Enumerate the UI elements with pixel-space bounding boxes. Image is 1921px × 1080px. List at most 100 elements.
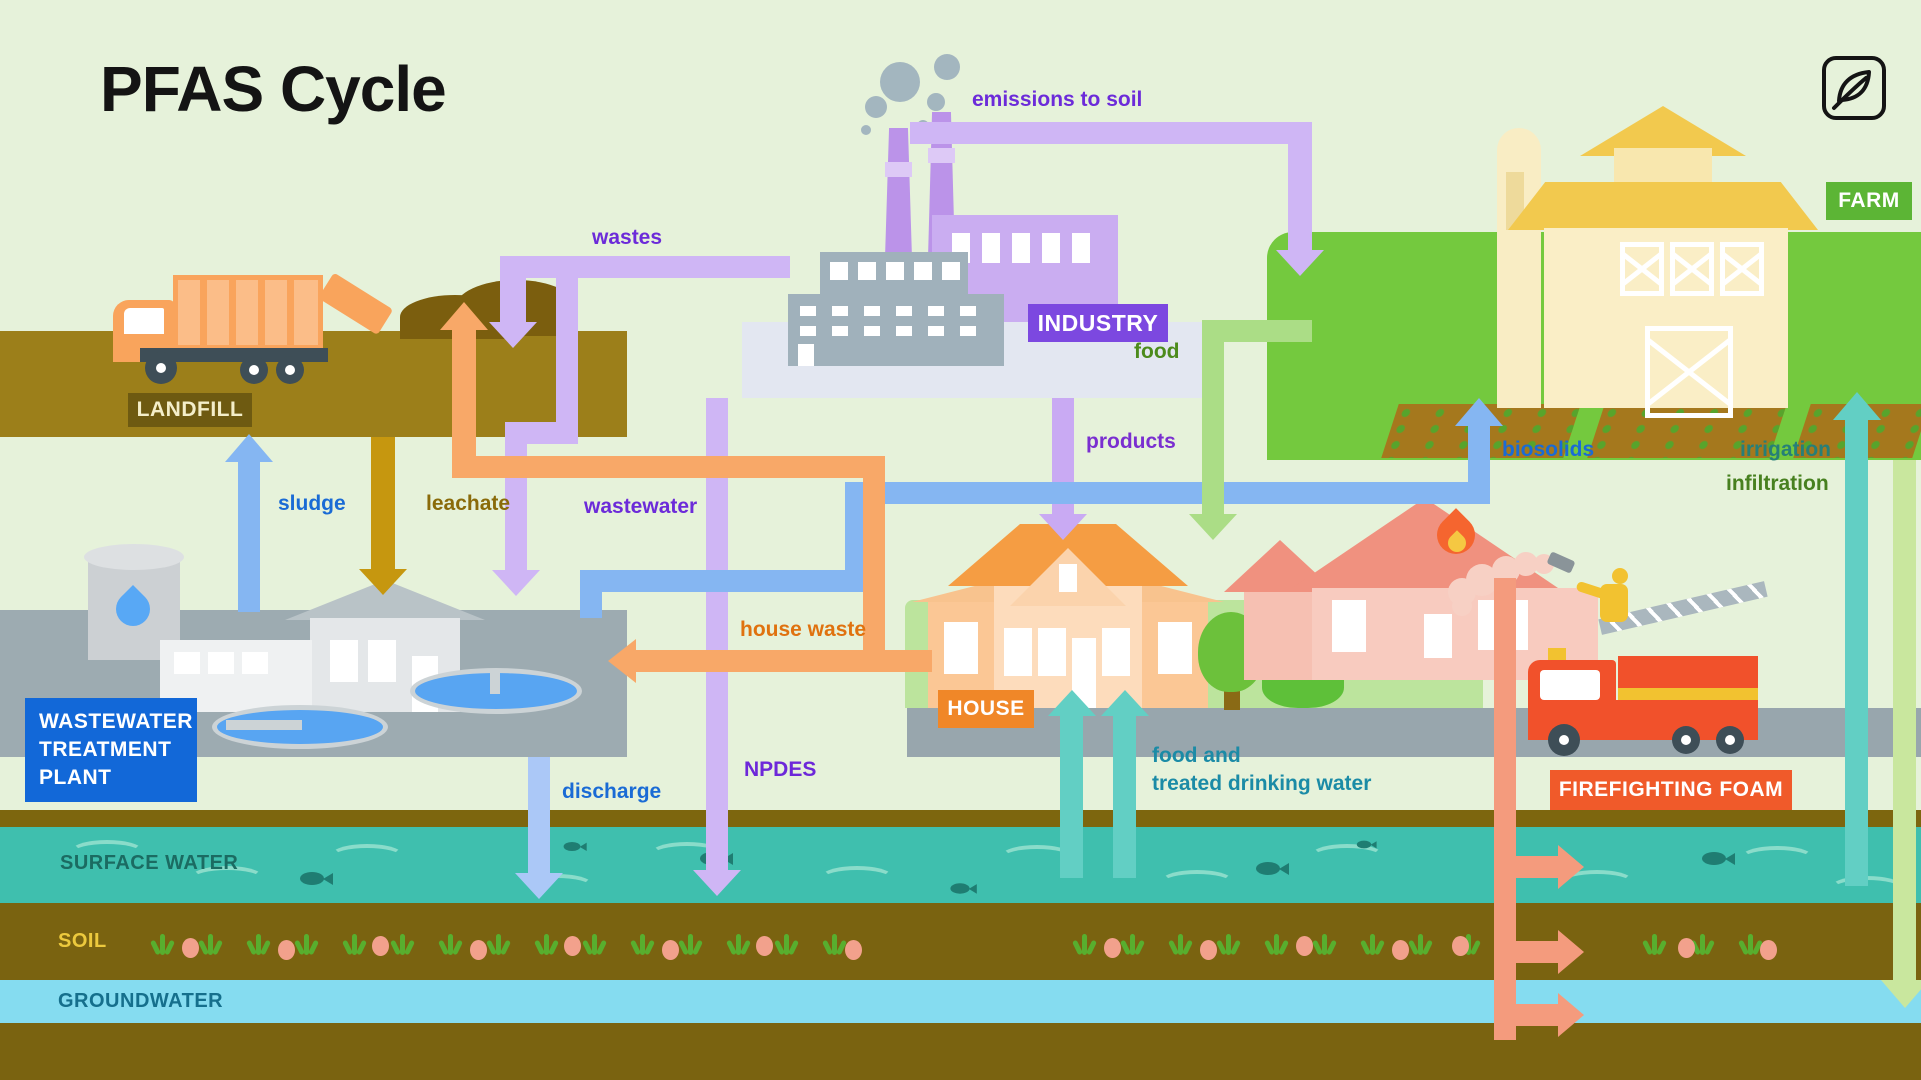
plant-icon (304, 934, 309, 955)
products-arrowhead (1039, 514, 1087, 540)
wave (1740, 846, 1814, 870)
infiltration-pipe (1893, 460, 1916, 982)
berry-icon (564, 936, 581, 956)
wave (190, 866, 264, 890)
smoke-puff (927, 93, 945, 111)
smoke-puff (934, 54, 960, 80)
factory-window (864, 326, 880, 336)
plant-icon (688, 934, 693, 955)
house-waste-pipe (636, 650, 932, 672)
factory-window (830, 262, 848, 280)
wastewater-label: wastewater (584, 495, 698, 518)
wastewater-arrowhead (492, 570, 540, 596)
wheel-hub (249, 365, 259, 375)
wave (820, 866, 894, 890)
biosolids-pipe (845, 482, 1490, 504)
wastewater-pipe (556, 278, 578, 444)
plant-icon (160, 934, 165, 955)
leachate-label: leachate (426, 492, 511, 515)
wwtp-window (368, 640, 396, 682)
plant-icon (448, 934, 453, 955)
leachate-arrowhead (359, 569, 407, 595)
plant-icon (1322, 934, 1327, 955)
industry-window (1012, 233, 1030, 263)
garbage-truck-slat (200, 280, 207, 345)
biosolids-pipe (580, 570, 867, 592)
ground-strip (0, 810, 1921, 827)
barn-x-window (1720, 242, 1764, 296)
barn-x-window (1620, 242, 1664, 296)
house-waste-pipe (452, 330, 476, 456)
factory-window (832, 326, 848, 336)
chimney-band (928, 148, 955, 163)
wave (1560, 870, 1634, 894)
wave (1310, 844, 1384, 868)
industry-window (982, 233, 1000, 263)
food-pipe (1202, 342, 1224, 516)
barn-x-window (1670, 242, 1714, 296)
fish-icon (1702, 852, 1735, 865)
wave (1160, 870, 1234, 894)
factory-window (832, 306, 848, 316)
garbage-truck-slat (229, 280, 236, 345)
garbage-truck-slat (258, 280, 265, 345)
factory-window (800, 326, 816, 336)
wheel-hub (1559, 735, 1569, 745)
plant-icon (784, 934, 789, 955)
landfill-badge: LANDFILL (128, 393, 252, 427)
industry-window (1072, 233, 1090, 263)
wheel-hub (1681, 735, 1691, 745)
wastes-label: wastes (592, 226, 663, 249)
factory-window (864, 306, 880, 316)
farm-badge: FARM (1826, 182, 1912, 220)
berry-icon (1392, 940, 1409, 960)
pink-house-window (1332, 600, 1366, 652)
house-window (1004, 628, 1032, 676)
factory-window (858, 262, 876, 280)
drinking-water-pipe (1060, 716, 1083, 878)
fish-icon (950, 883, 977, 894)
factory-window (886, 262, 904, 280)
garbage-truck-box (173, 275, 323, 350)
foam-arrowhead-right (1558, 930, 1584, 974)
barn-main-roof (1508, 182, 1818, 230)
berry-icon (1296, 936, 1313, 956)
emissions-pipe (910, 122, 1312, 144)
discharge-label: discharge (562, 780, 662, 803)
factory-window (960, 326, 976, 336)
wastes-pipe (500, 256, 790, 278)
infiltration-arrowhead (1881, 980, 1921, 1008)
fire-truck-light (1548, 648, 1566, 660)
chimney (885, 128, 912, 258)
clarifier-arm (490, 672, 500, 694)
wwtp-window (208, 652, 234, 674)
gable-window (1059, 564, 1077, 592)
house-waste-pipe (863, 478, 885, 672)
plant-icon (1274, 934, 1279, 955)
food-water-label-line2: treated drinking water (1152, 772, 1372, 795)
sludge-label: sludge (278, 492, 346, 515)
foam-puff (1452, 596, 1472, 616)
fish-icon (1356, 840, 1377, 849)
plant-icon (832, 934, 837, 955)
smoke-puff (880, 62, 920, 102)
firefighter-head (1612, 568, 1628, 584)
berry-icon (1760, 940, 1777, 960)
irrigation-arrowhead (1833, 392, 1881, 420)
surface-water-label: SURFACE WATER (60, 852, 239, 874)
wwtp-window (174, 652, 200, 674)
wwtp-window (242, 652, 268, 674)
irrigation-pipe (1845, 420, 1868, 886)
barn-door (1645, 326, 1733, 418)
house-window (1158, 622, 1192, 674)
foam-arrowhead-right (1558, 993, 1584, 1037)
wave (330, 844, 404, 868)
smoke-puff (861, 125, 871, 135)
wwtp-badge-line: TREATMENT (39, 738, 172, 761)
drinking-water-pipe (1113, 716, 1136, 878)
berry-icon (1104, 938, 1121, 958)
berry-icon (372, 936, 389, 956)
plant-icon (1082, 934, 1087, 955)
house-badge: HOUSE (938, 690, 1034, 728)
industry-window (1042, 233, 1060, 263)
